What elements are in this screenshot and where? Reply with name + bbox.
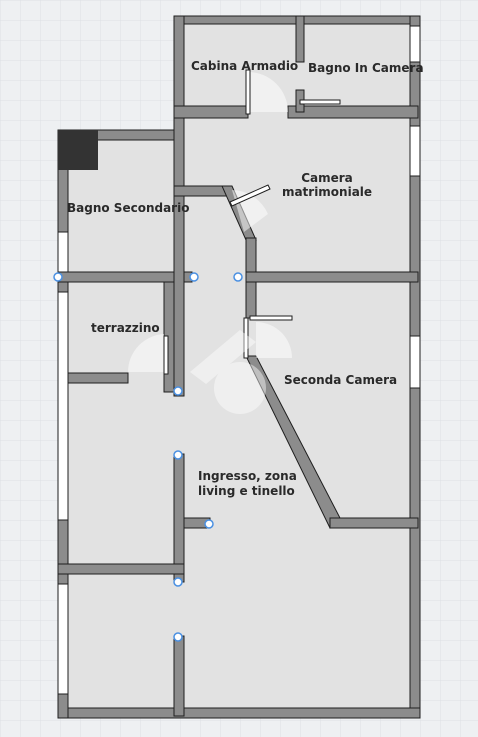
- room-label-terrazzino: terrazzino: [91, 321, 160, 335]
- room-labels: Cabina Armadio Bagno In Camera Camera ma…: [67, 59, 424, 498]
- floor-areas: [58, 16, 418, 716]
- wall-handle[interactable]: [173, 632, 183, 642]
- wall-handle[interactable]: [173, 577, 183, 587]
- wall-handle[interactable]: [53, 272, 63, 282]
- room-label-cabina-armadio: Cabina Armadio: [191, 59, 298, 73]
- wall-handle[interactable]: [173, 450, 183, 460]
- wall-handle[interactable]: [233, 272, 243, 282]
- doors: [127, 69, 341, 375]
- room-label-ingresso-line2: living e tinello: [198, 484, 295, 498]
- wall-handle[interactable]: [204, 519, 214, 529]
- compass-icon: [190, 330, 266, 414]
- wall-handle[interactable]: [189, 272, 199, 282]
- room-label-seconda-camera: Seconda Camera: [284, 373, 397, 387]
- room-label-camera-line2: matrimoniale: [282, 185, 372, 199]
- room-label-bagno-secondario: Bagno Secondario: [67, 201, 189, 215]
- room-label-bagno-in-camera: Bagno In Camera: [308, 61, 424, 75]
- wall-handles: [53, 272, 243, 642]
- wall-handle[interactable]: [173, 386, 183, 396]
- room-label-ingresso-line1: Ingresso, zona: [198, 469, 297, 483]
- windows: [57, 25, 421, 695]
- structural-column: [58, 130, 98, 170]
- room-label-camera-line1: Camera: [301, 171, 353, 185]
